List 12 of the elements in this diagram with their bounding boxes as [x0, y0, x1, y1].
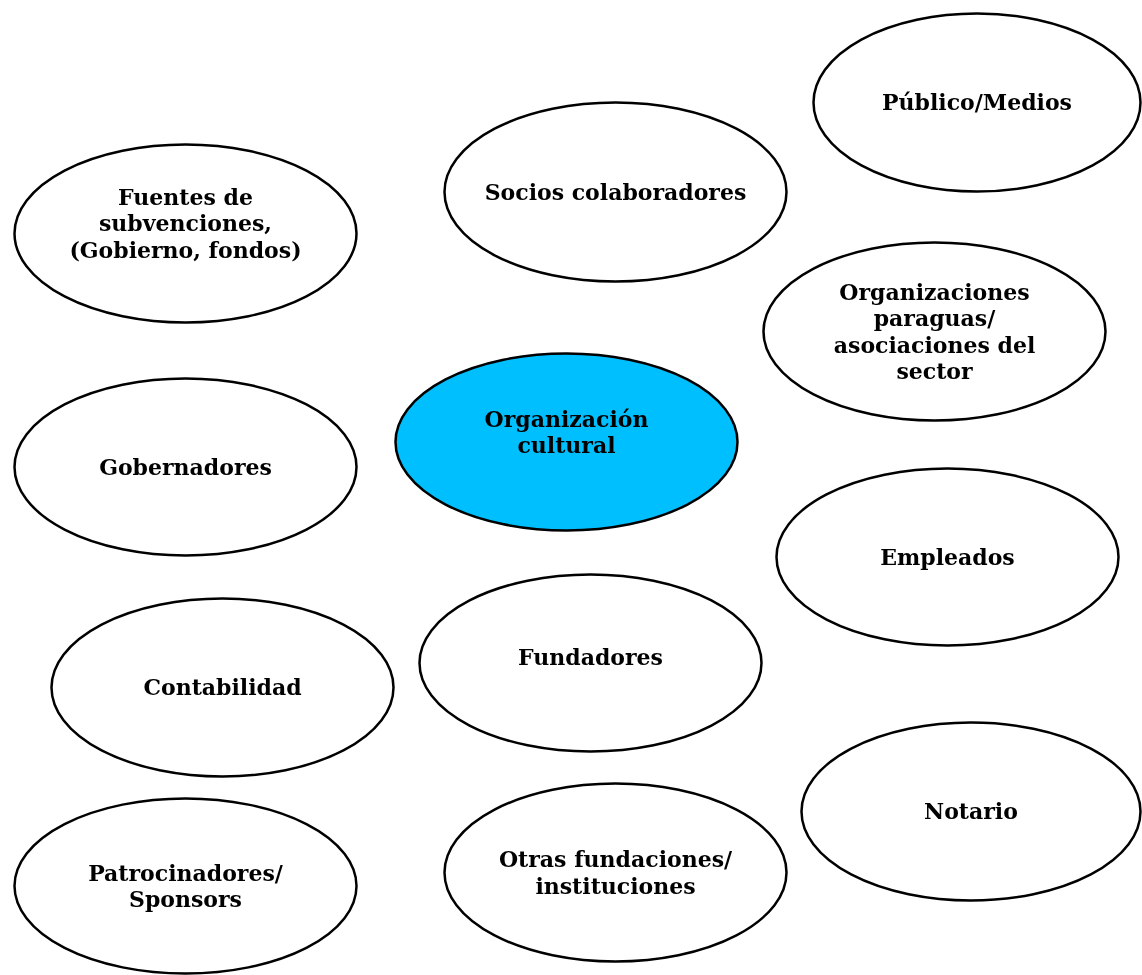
node-label: Socios colaboradores [484, 178, 747, 206]
node-label: Fundadores [518, 643, 663, 671]
node-label: Notario [924, 798, 1018, 825]
node-label: Contabilidad [143, 674, 302, 701]
node-label: Empleados [880, 543, 1015, 571]
node-label: Otras fundaciones/ instituciones [497, 846, 734, 899]
node-label: Gobernadores [99, 453, 272, 481]
node-label: Patrocinadores/ Sponsors [87, 859, 284, 913]
node-label: Fuentes de subvenciones, (Gobierno, fondos) [68, 183, 303, 264]
node-label: Organización cultural [483, 405, 650, 459]
node-label: Público/Medios [882, 89, 1072, 116]
node-label: Organizaciones paraguas/ asociaciones del sector [832, 278, 1037, 385]
